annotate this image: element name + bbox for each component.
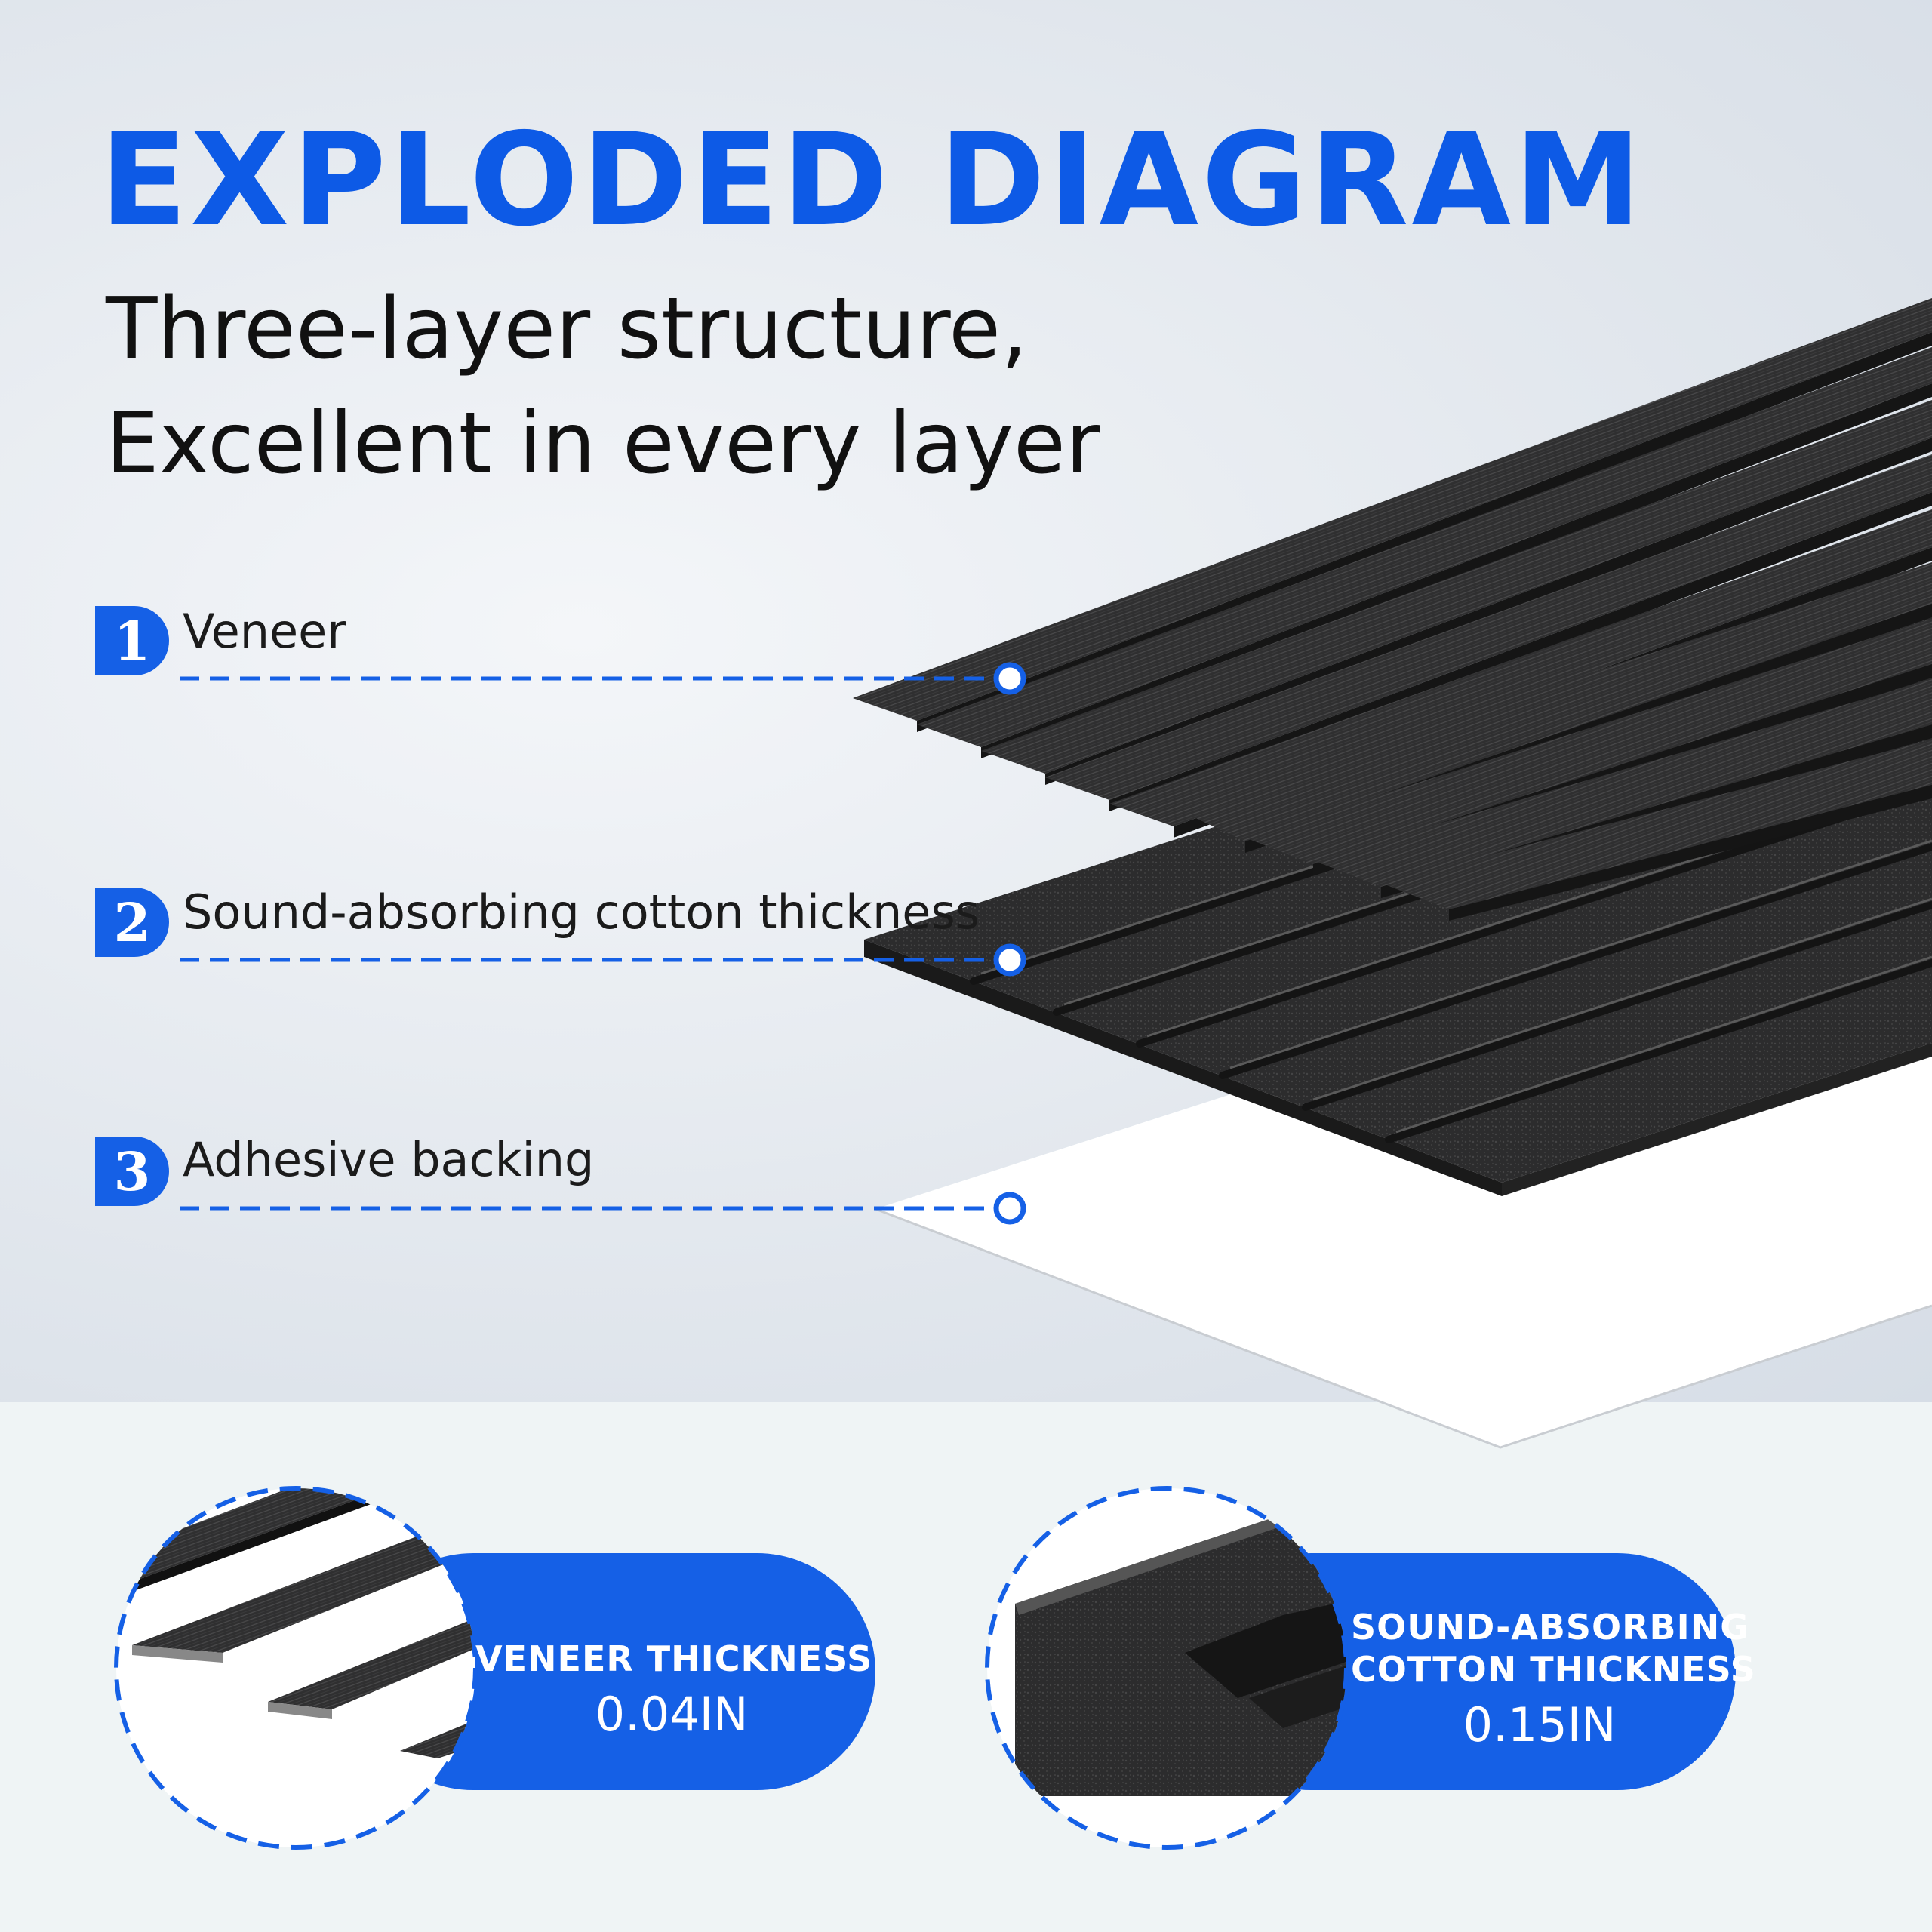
layer-2-badge: 2	[95, 888, 169, 957]
layer-1-badge: 1	[95, 606, 169, 675]
cotton-thickness-label-line-1: SOUND-ABSORBING	[1351, 1607, 1749, 1647]
leader-lines	[180, 676, 995, 1211]
veneer-closeup	[114, 1486, 478, 1850]
page-title: EXPLODED DIAGRAM	[100, 106, 1645, 255]
layer-3-label: Adhesive backing	[183, 1132, 595, 1187]
subtitle-line-1: Three-layer structure,	[106, 280, 1028, 378]
veneer-layer	[853, 298, 1932, 921]
veneer-thickness-value: 0.04IN	[595, 1687, 749, 1742]
page-subtitle: Three-layer structure, Excellent in ever…	[106, 272, 1100, 501]
cotton-thickness-callout: SOUND-ABSORBING COTTON THICKNESS 0.15IN	[1351, 1606, 1756, 1755]
layer-2-label: Sound-absorbing cotton thickness	[183, 884, 980, 940]
layer-3-badge: 3	[95, 1137, 169, 1206]
veneer-thickness-label: VENEER THICKNESS	[475, 1638, 873, 1679]
detail-pill-veneer	[355, 1553, 875, 1790]
subtitle-line-2: Excellent in every layer	[106, 395, 1100, 493]
layer-1-label: Veneer	[183, 604, 346, 659]
cotton-closeup	[985, 1486, 1349, 1850]
cotton-thickness-label-line-2: COTTON THICKNESS	[1351, 1649, 1756, 1690]
veneer-thickness-callout: VENEER THICKNESS 0.04IN	[475, 1638, 873, 1745]
cotton-thickness-value: 0.15IN	[1463, 1697, 1617, 1752]
leader-endpoints	[993, 662, 1026, 1225]
